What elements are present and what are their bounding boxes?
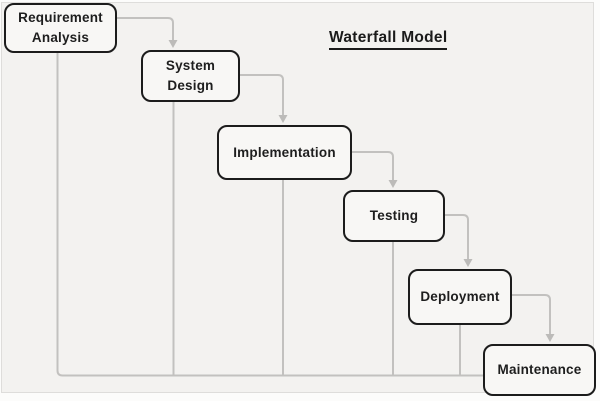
feedback-line-requirement: [56, 53, 483, 377]
arrowhead-into-deployment-icon: [463, 259, 473, 267]
node-system-design: System Design: [141, 50, 240, 102]
diagram-background-frame: [1, 2, 594, 393]
diagram-title: Waterfall Model: [329, 29, 448, 50]
node-maintenance: Maintenance: [483, 344, 596, 396]
connector-implementation-to-testing: [352, 151, 394, 180]
arrowhead-into-maintenance-icon: [545, 334, 555, 342]
node-label-maintenance: Maintenance: [497, 362, 582, 377]
arrowhead-into-design-icon: [168, 40, 178, 48]
arrowhead-into-testing-icon: [388, 180, 398, 188]
node-testing: Testing: [343, 190, 445, 242]
connector-requirement-to-design: [117, 17, 174, 40]
connector-design-to-implementation: [240, 74, 284, 115]
node-deployment: Deployment: [408, 269, 512, 325]
node-label-system-design: System Design: [165, 58, 216, 93]
node-label-testing: Testing: [369, 208, 419, 223]
arrowhead-into-implementation-icon: [278, 115, 288, 123]
node-label-requirement-analysis: Requirement Analysis: [18, 10, 103, 45]
connector-deployment-to-maintenance: [512, 294, 551, 334]
node-label-deployment: Deployment: [420, 289, 500, 304]
node-implementation: Implementation: [217, 125, 352, 180]
node-label-implementation: Implementation: [233, 144, 336, 160]
connector-testing-to-deployment: [445, 214, 469, 259]
node-requirement-analysis: Requirement Analysis: [4, 3, 117, 53]
